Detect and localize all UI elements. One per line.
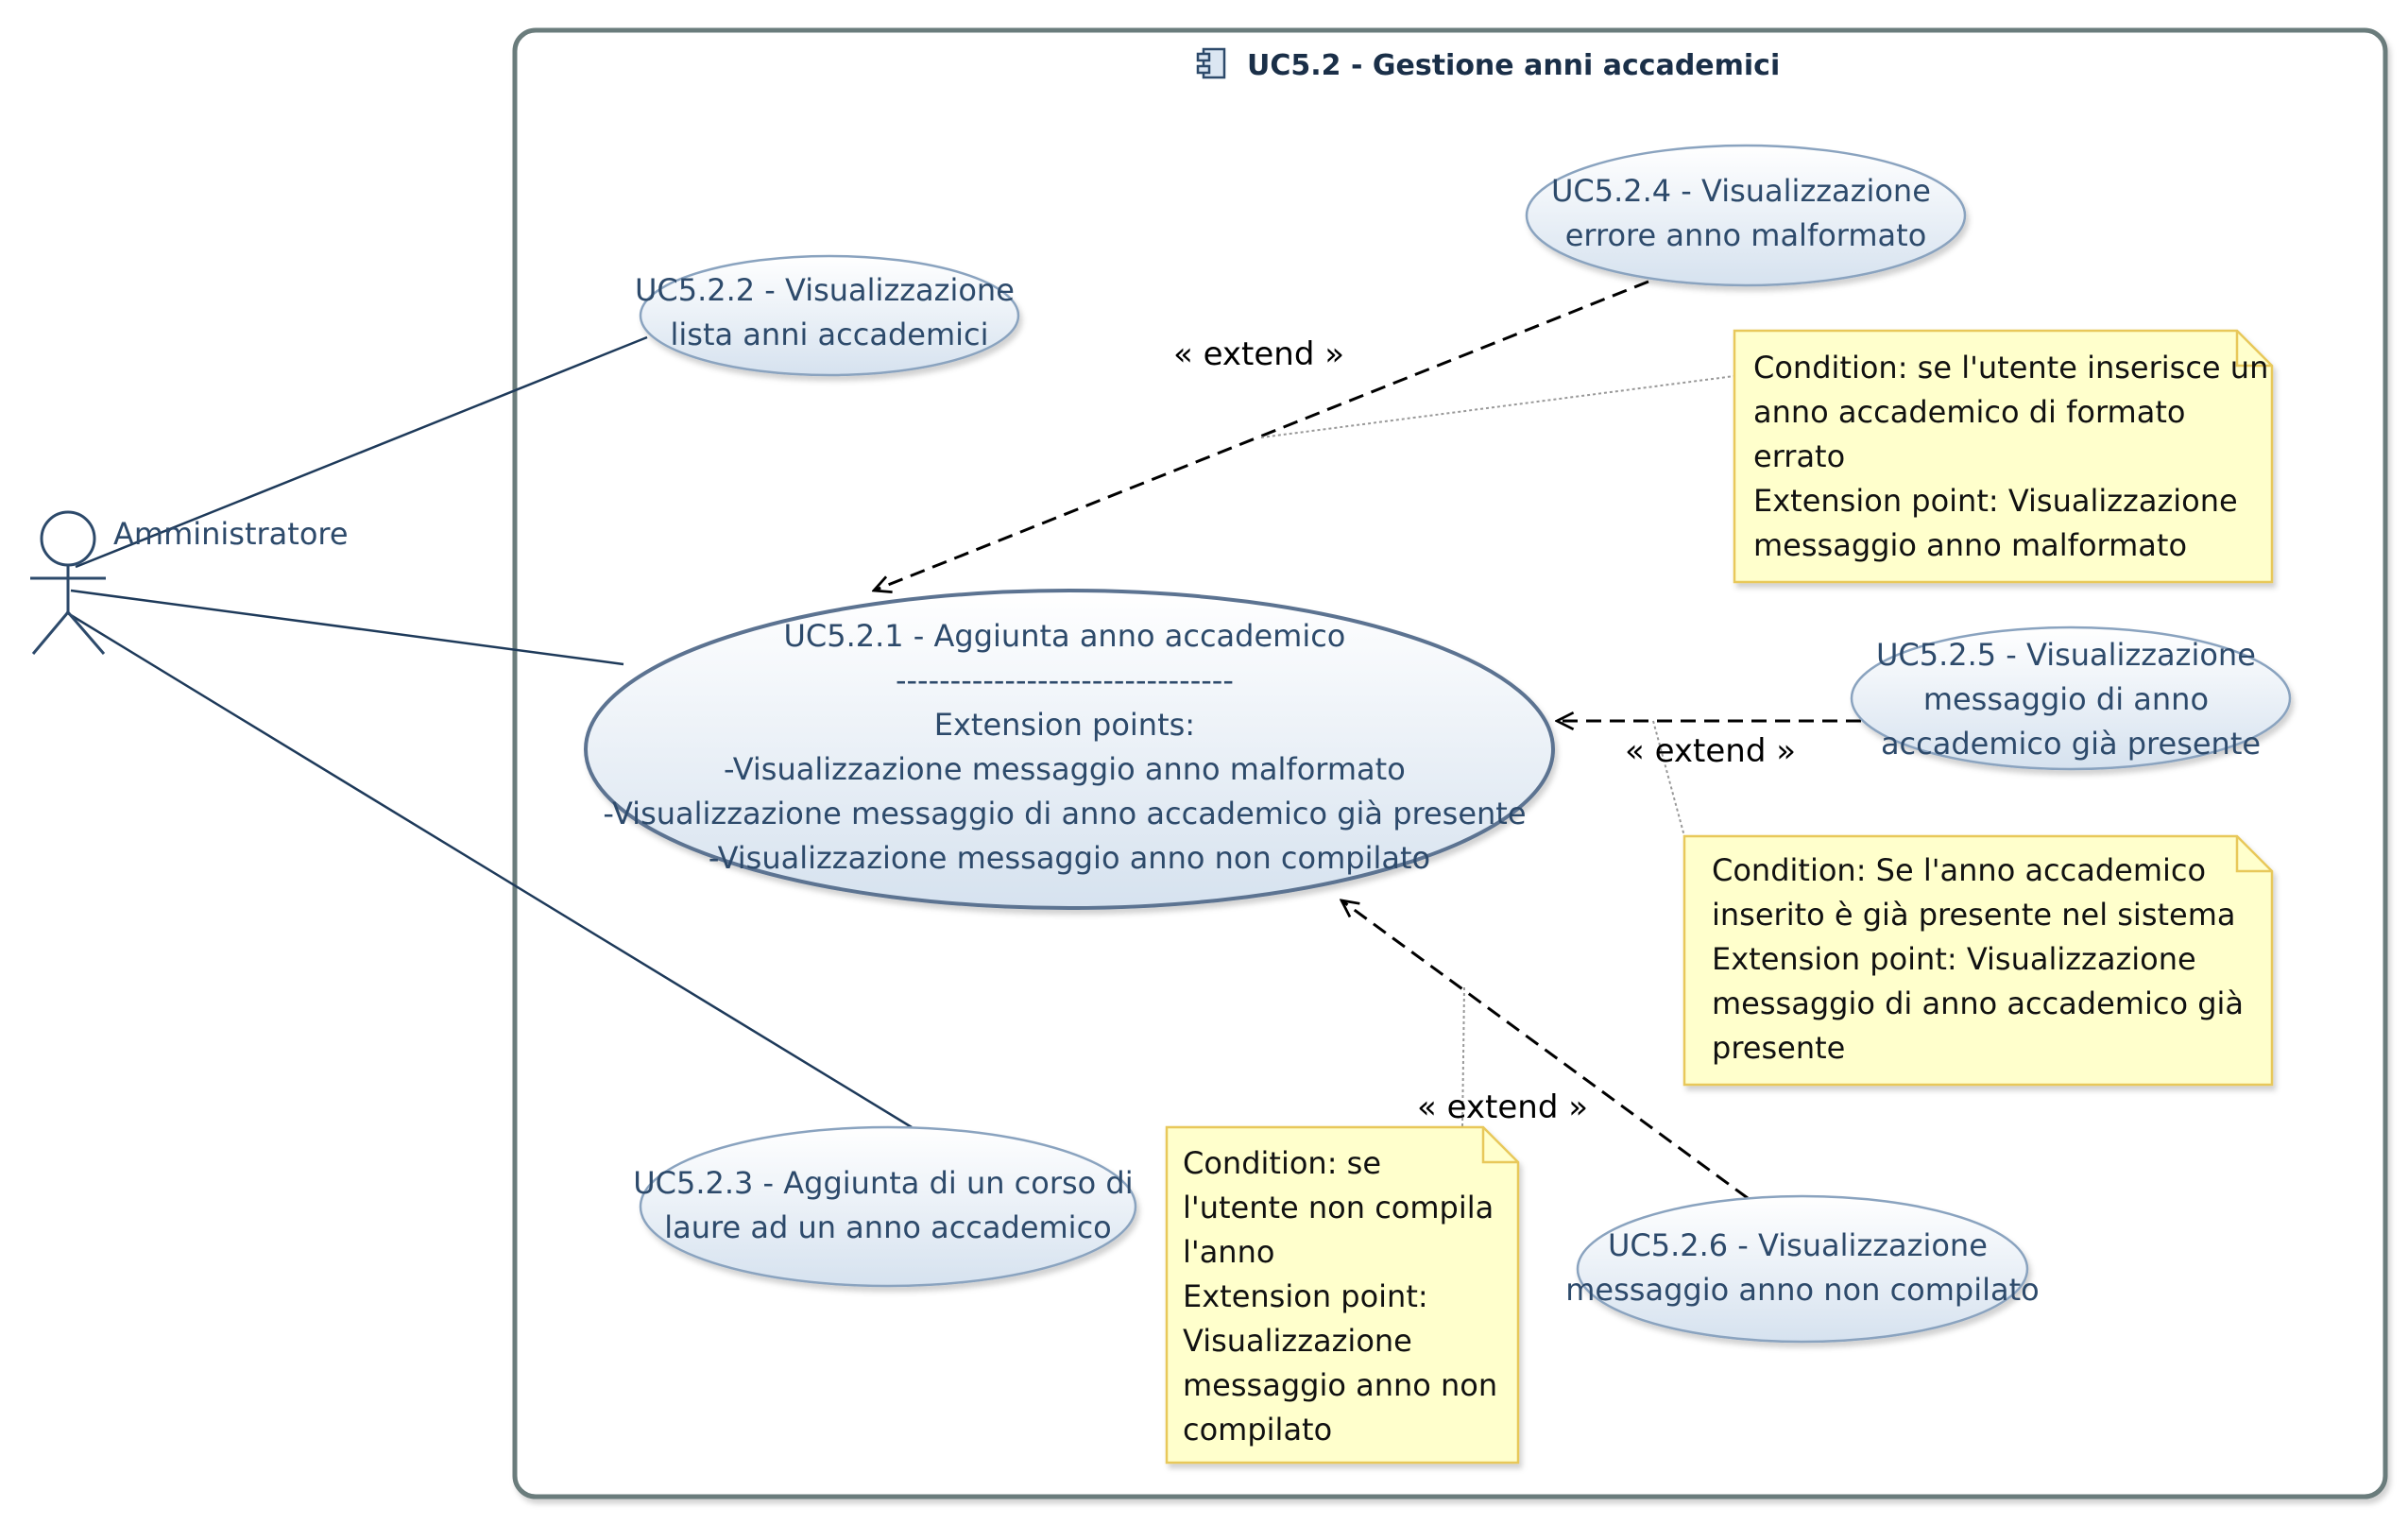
uc523-label: UC5.2.3 - Aggiunta di un corso di laure … <box>633 1165 1143 1245</box>
extend-line-uc524 <box>874 280 1649 591</box>
anchor-note-non-compilato <box>1461 986 1465 1128</box>
uc524-label: UC5.2.4 - Visualizzazione errore anno ma… <box>1551 173 1940 253</box>
uc525-label: UC5.2.5 - Visualizzazione messaggio di a… <box>1876 637 2265 762</box>
extend-line-uc526 <box>1341 900 1749 1200</box>
extend-relations <box>874 280 1861 1200</box>
note-presente-text: Condition: Se l'anno accademico inserito… <box>1712 852 2253 1066</box>
system-title: UC5.2 - Gestione anni accademici <box>1247 49 1780 82</box>
use-case-uc522[interactable]: UC5.2.2 - Visualizzazione lista anni acc… <box>635 254 1024 377</box>
component-icon <box>1196 47 1226 79</box>
extend-label-uc525: « extend » <box>1625 732 1796 770</box>
association-uc523 <box>65 610 913 1129</box>
note-malformato-text: Condition: se l'utente inserisce un anno… <box>1753 350 2279 563</box>
extend-label-uc524: « extend » <box>1173 335 1344 373</box>
associations <box>65 335 913 1129</box>
use-case-uc526[interactable]: UC5.2.6 - Visualizzazione messaggio anno… <box>1565 1194 2040 1344</box>
note-presente: Condition: Se l'anno accademico inserito… <box>1682 834 2274 1087</box>
uc521-label: UC5.2.1 - Aggiunta anno accademico -----… <box>603 618 1535 876</box>
actor-amministratore[interactable]: Amministratore <box>30 510 349 655</box>
note-malformato: Condition: se l'utente inserisce un anno… <box>1733 329 2279 584</box>
note-non-compilato: Condition: se l'utente non compila l'ann… <box>1165 1125 1520 1465</box>
association-uc522 <box>75 335 648 569</box>
stick-figure-icon <box>30 510 106 655</box>
actor-label: Amministratore <box>113 516 349 552</box>
extend-label-uc526: « extend » <box>1417 1088 1588 1126</box>
anchor-note-malformato <box>1260 375 1735 438</box>
use-case-uc523[interactable]: UC5.2.3 - Aggiunta di un corso di laure … <box>633 1125 1143 1288</box>
use-case-uc521[interactable]: UC5.2.1 - Aggiunta anno accademico -----… <box>584 589 1555 910</box>
use-case-uc524[interactable]: UC5.2.4 - Visualizzazione errore anno ma… <box>1525 144 1967 287</box>
uc526-label: UC5.2.6 - Visualizzazione messaggio anno… <box>1565 1227 2039 1308</box>
note-non-compilato-text: Condition: se l'utente non compila l'ann… <box>1183 1145 1507 1448</box>
association-uc521 <box>70 589 624 666</box>
uc522-label: UC5.2.2 - Visualizzazione lista anni acc… <box>635 272 1024 352</box>
note-anchors <box>1260 375 1735 1128</box>
use-case-uc525[interactable]: UC5.2.5 - Visualizzazione messaggio di a… <box>1850 625 2292 771</box>
